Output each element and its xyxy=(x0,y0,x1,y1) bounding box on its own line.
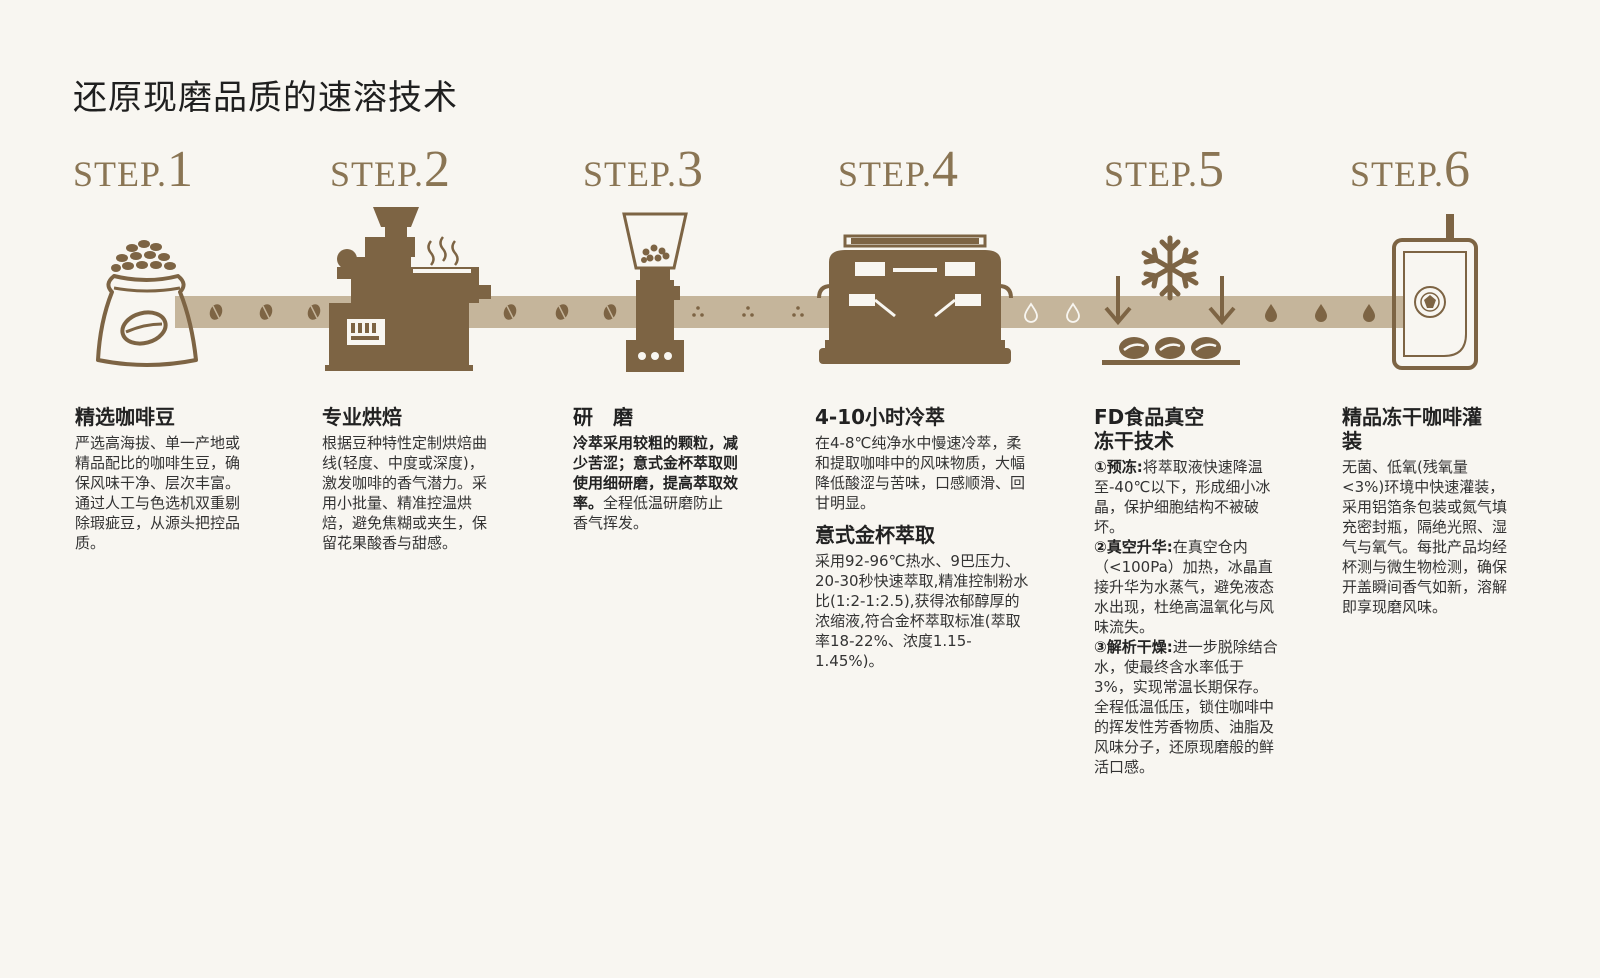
step-5-word: STEP. xyxy=(1104,154,1199,194)
bean-marks xyxy=(209,304,617,320)
step-2-column: 专业烘焙 根据豆种特性定制烘焙曲线(轻度、中度或深度)，激发咖啡的香气潜力。采用… xyxy=(322,405,487,553)
step-2-word: STEP. xyxy=(330,154,425,194)
step-3-description: 冷萃采用较粗的颗粒，减少苦涩；意式金杯萃取则使用细研磨，提高萃取效率。全程低温研… xyxy=(573,433,738,533)
step-6-label: STEP.6 xyxy=(1350,140,1470,199)
ground-marks xyxy=(692,306,804,317)
step-5-precool-text: 将萃取液快速降温至-40℃以下，形成细小冰晶，保护细胞结构不被破坏。 xyxy=(1094,458,1271,536)
step-5-drying-label: ③解析干燥: xyxy=(1094,638,1173,656)
espresso-machine-icon xyxy=(817,234,1013,364)
step-5-sublimation-label: ②真空升华: xyxy=(1094,538,1173,556)
step-4-title: 4-10小时冷萃 xyxy=(815,405,946,429)
step-2-label: STEP.2 xyxy=(330,140,450,199)
step-5-title: FD食品真空冻干技术 xyxy=(1094,405,1205,453)
step-5-drying-text: 进一步脱除结合水，使最终含水率低于3%，实现常温长期保存。 xyxy=(1094,638,1278,696)
step-4-description: 在4-8℃纯净水中慢速冷萃，柔和提取咖啡中的风味物质，大幅降低酸涩与苦味，口感顺… xyxy=(815,434,1026,512)
step-5-column: FD食品真空冻干技术 ①预冻:将萃取液快速降温至-40℃以下，形成细小冰晶，保护… xyxy=(1094,405,1279,777)
step-5-summary: 全程低温低压，锁住咖啡中的挥发性芳香物质、油脂及风味分子，还原现磨般的鲜活口感。 xyxy=(1094,698,1275,776)
step-6-description: 无菌、低氧(残氧量<3%)环境中快速灌装，采用铝箔条包装或氮气填充密封瓶，隔绝光… xyxy=(1342,458,1508,616)
step-5-sublimation: ②真空升华:在真空仓内（<100Pa）加热，冰晶直接升华为水蒸气，避免液态水出现… xyxy=(1094,537,1279,637)
step-4-column: 4-10小时冷萃 在4-8℃纯净水中慢速冷萃，柔和提取咖啡中的风味物质，大幅降低… xyxy=(815,405,1030,671)
step-1-number: 1 xyxy=(167,141,194,198)
step-6-word: STEP. xyxy=(1350,154,1445,194)
step-5-sublimation-text: 在真空仓内（<100Pa）加热，冰晶直接升华为水蒸气，避免液态水出现，杜绝高温氧… xyxy=(1094,538,1275,636)
step-6-title: 精品冻干咖啡灌装 xyxy=(1342,405,1482,453)
step-5-precool-label: ①预冻: xyxy=(1094,458,1143,476)
step-4-label: STEP.4 xyxy=(838,140,958,199)
droplet-outline-marks xyxy=(1024,302,1080,323)
step-1-word: STEP. xyxy=(73,154,168,194)
step-3-number: 3 xyxy=(677,141,704,198)
step-4-word: STEP. xyxy=(838,154,933,194)
step-3-label: STEP.3 xyxy=(583,140,703,199)
step-1-description: 严选高海拔、单一产地或精品配比的咖啡生豆，确保风味干净、层次丰富。通过人工与色选… xyxy=(75,434,241,552)
step-4-number: 4 xyxy=(932,141,959,198)
coffee-sack-icon xyxy=(96,240,198,367)
grinder-icon xyxy=(622,212,688,372)
page-title: 还原现磨品质的速溶技术 xyxy=(73,78,458,118)
step-6-column: 精品冻干咖啡灌装 无菌、低氧(残氧量<3%)环境中快速灌装，采用铝箔条包装或氮气… xyxy=(1342,405,1507,617)
step-1-title: 精选咖啡豆 xyxy=(75,405,175,429)
step-3-title: 研 磨 xyxy=(573,405,633,429)
step-2-description: 根据豆种特性定制烘焙曲线(轻度、中度或深度)，激发咖啡的香气潜力。采用小批量、精… xyxy=(322,434,488,552)
step-4-sub-description: 采用92-96℃热水、9巴压力、20-30秒快速萃取,精准控制粉水比(1:2-1… xyxy=(815,552,1029,670)
step-2-title: 专业烘焙 xyxy=(322,405,402,429)
roaster-icon xyxy=(325,207,491,371)
step-1-label: STEP.1 xyxy=(73,140,193,199)
step-1-column: 精选咖啡豆 严选高海拔、单一产地或精品配比的咖啡生豆，确保风味干净、层次丰富。通… xyxy=(75,405,240,553)
package-icon xyxy=(1392,214,1478,370)
step-3-description-rest: 全程低温研磨防止香气挥发。 xyxy=(573,494,724,532)
step-3-description-bold: 冷萃采用较粗的颗粒，减少苦涩；意式金杯萃取则使用细研磨，提高萃取效率。 xyxy=(573,434,739,512)
step-5-precool: ①预冻:将萃取液快速降温至-40℃以下，形成细小冰晶，保护细胞结构不被破坏。 xyxy=(1094,457,1279,537)
step-5-label: STEP.5 xyxy=(1104,140,1224,199)
step-5-number: 5 xyxy=(1198,141,1225,198)
step-4-subtitle: 意式金杯萃取 xyxy=(815,523,935,547)
droplet-filled-marks xyxy=(1265,304,1375,322)
step-3-word: STEP. xyxy=(583,154,678,194)
freeze-dry-icon xyxy=(1102,235,1240,365)
step-5-drying: ③解析干燥:进一步脱除结合水，使最终含水率低于3%，实现常温长期保存。 xyxy=(1094,637,1279,697)
step-6-number: 6 xyxy=(1444,141,1471,198)
step-3-column: 研 磨 冷萃采用较粗的颗粒，减少苦涩；意式金杯萃取则使用细研磨，提高萃取效率。全… xyxy=(573,405,738,533)
step-2-number: 2 xyxy=(424,141,451,198)
